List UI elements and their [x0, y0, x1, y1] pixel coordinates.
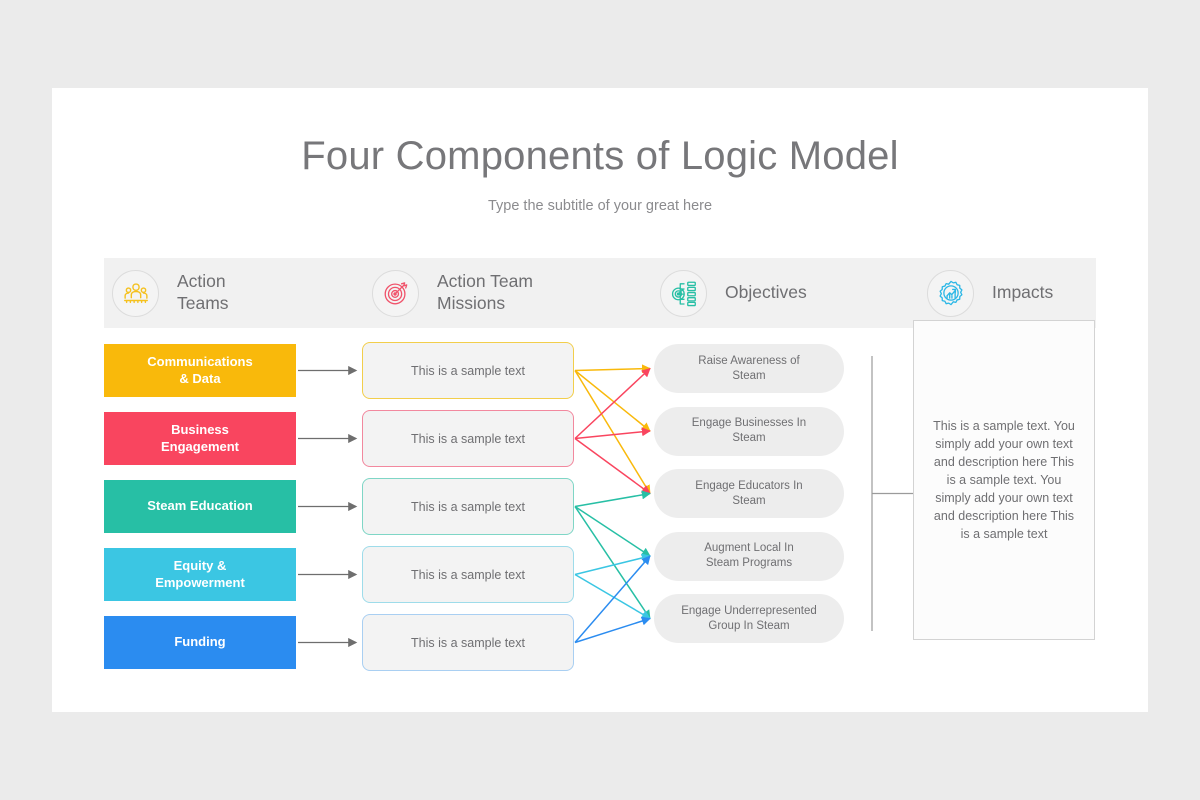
- target-dart-icon: [372, 269, 419, 317]
- category-box[interactable]: Business Engagement: [104, 412, 296, 465]
- category-box[interactable]: Funding: [104, 616, 296, 669]
- objective-box[interactable]: Engage Educators In Steam: [654, 469, 844, 518]
- header-label: Objectives: [725, 282, 807, 303]
- category-box[interactable]: Equity & Empowerment: [104, 548, 296, 601]
- page-subtitle: Type the subtitle of your great here: [487, 198, 713, 214]
- objectives-list-icon: [660, 269, 707, 317]
- category-box[interactable]: Communications & Data: [104, 344, 296, 397]
- objective-box[interactable]: Engage Businesses In Steam: [654, 406, 844, 456]
- header-column-action-team-missions[interactable]: Action Team Missions: [372, 258, 533, 328]
- mission-to-objective-arrow: [574, 616, 651, 644]
- category-label: Steam Education: [147, 498, 253, 514]
- page-title: Four Components of Logic Model: [301, 134, 899, 178]
- category-label: Business Engagement: [160, 422, 239, 454]
- mission-box[interactable]: This is a sample text: [362, 614, 574, 671]
- mission-to-objective-arrow: [574, 369, 651, 432]
- mission-to-objective-arrow: [574, 437, 651, 495]
- mission-to-objective-arrow: [574, 490, 651, 508]
- category-label: Communications & Data: [147, 354, 253, 386]
- objective-box[interactable]: Augment Local In Steam Programs: [654, 531, 844, 581]
- mission-to-objective-arrows: [574, 364, 651, 644]
- objective-to-impact-bracket: [871, 356, 913, 631]
- objective-text: Engage Underrepresented Group In Steam: [681, 604, 817, 632]
- mission-to-objective-arrow: [574, 573, 651, 620]
- mission-to-objective-arrow: [574, 506, 651, 620]
- mission-to-objective-arrow: [574, 553, 651, 576]
- mission-box[interactable]: This is a sample text: [362, 478, 574, 535]
- gear-growth-icon: [927, 269, 974, 317]
- mission-box[interactable]: This is a sample text: [362, 410, 574, 467]
- mission-box[interactable]: This is a sample text: [362, 342, 574, 399]
- mission-to-objective-arrow: [574, 370, 651, 495]
- objective-text: Engage Businesses In Steam: [691, 417, 807, 444]
- mission-text: This is a sample text: [411, 635, 525, 650]
- objective-text: Raise Awareness of Steam: [698, 354, 800, 382]
- header-column-objectives[interactable]: Objectives: [660, 258, 807, 328]
- category-box[interactable]: Steam Education: [104, 480, 296, 533]
- mission-text: This is a sample text: [411, 431, 525, 446]
- slide-canvas: Four Components of Logic Model Type the …: [52, 88, 1148, 712]
- mission-box[interactable]: This is a sample text: [362, 546, 574, 603]
- category-to-mission-arrows: [298, 365, 358, 648]
- header-label: Action Teams: [177, 271, 229, 313]
- mission-text: This is a sample text: [411, 363, 525, 378]
- team-people-icon: [112, 269, 159, 317]
- mission-text: This is a sample text: [411, 499, 525, 514]
- mission-to-objective-arrow: [574, 367, 651, 440]
- header-label: Impacts: [992, 282, 1054, 303]
- category-label: Equity & Empowerment: [155, 558, 245, 590]
- objective-text: Augment Local In Steam Programs: [704, 542, 794, 569]
- mission-to-objective-arrow: [574, 505, 651, 557]
- header-label: Action Team Missions: [437, 271, 533, 313]
- category-label: Funding: [174, 634, 226, 650]
- impact-text: This is a sample text. You simply add yo…: [933, 418, 1075, 542]
- mission-text: This is a sample text: [411, 567, 525, 582]
- objective-text: Engage Educators In Steam: [695, 479, 803, 507]
- objective-box[interactable]: Raise Awareness of Steam: [654, 344, 844, 393]
- mission-to-objective-arrow: [574, 555, 651, 643]
- objective-box[interactable]: Engage Underrepresented Group In Steam: [654, 594, 844, 643]
- impact-panel[interactable]: This is a sample text. You simply add yo…: [913, 320, 1095, 640]
- header-column-impacts[interactable]: Impacts: [927, 258, 1053, 328]
- header-column-action-teams[interactable]: Action Teams: [112, 258, 229, 328]
- mission-to-objective-arrow: [574, 427, 651, 440]
- mission-to-objective-arrow: [574, 364, 651, 374]
